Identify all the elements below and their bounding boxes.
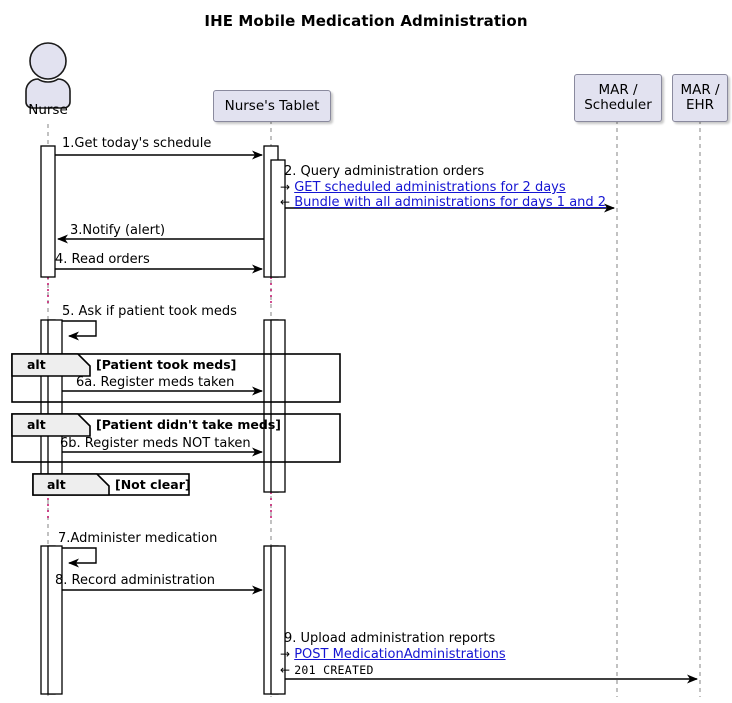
message-label-6b: 6b. Register meds NOT taken xyxy=(60,436,251,451)
arrow-msg-5 xyxy=(62,320,97,341)
participant-box-tablet[interactable]: Nurse's Tablet xyxy=(213,90,331,122)
fragment-operator-1: alt xyxy=(27,357,46,372)
fragment-alt-2 xyxy=(11,413,341,463)
fragment-operator-2: alt xyxy=(27,417,46,432)
arrow-glyph-right-icon: → xyxy=(280,180,291,194)
participant-label-scheduler-line1: MAR / xyxy=(598,82,638,98)
arrow-glyph-left-icon: ← xyxy=(280,663,291,677)
message-label-8: 8. Record administration xyxy=(55,573,216,588)
fragment-condition-1: [Patient took meds] xyxy=(96,357,237,372)
message-arrows xyxy=(55,150,698,684)
actor-nurse-icon xyxy=(25,42,71,109)
message-sub-9-0: → POST MedicationAdministrations xyxy=(280,647,506,662)
participant-label-ehr-line2: EHR xyxy=(685,97,715,113)
activation-tablet-nested-2 xyxy=(270,319,286,493)
message-label-1: 1.Get today's schedule xyxy=(62,136,212,151)
message-label-3: 3.Notify (alert) xyxy=(70,223,166,238)
message-label-7: 7.Administer medication xyxy=(58,531,218,546)
message-label-5: 5. Ask if patient took meds xyxy=(62,304,237,319)
participant-label-scheduler-line2: Scheduler xyxy=(584,97,652,113)
activation-nurse-self-2 xyxy=(47,545,63,695)
fragment-alt-1 xyxy=(11,353,341,403)
activation-tablet-nested-1 xyxy=(270,159,286,278)
arrow-glyph-right-icon: → xyxy=(280,647,291,661)
fragment-alt-3 xyxy=(32,473,190,496)
message-link-2-0[interactable]: GET scheduled administrations for 2 days xyxy=(294,180,566,195)
message-label-9: 9. Upload administration reports xyxy=(284,631,496,646)
activation-nurse-1 xyxy=(40,145,56,278)
message-sub-9-1: ← 201 CREATED xyxy=(280,663,374,678)
message-label-4: 4. Read orders xyxy=(55,252,150,267)
message-label-2: 2. Query administration orders xyxy=(284,164,485,179)
message-link-9-0[interactable]: POST MedicationAdministrations xyxy=(294,647,506,662)
activation-nurse-self-1 xyxy=(47,319,63,493)
activation-tablet-nested-3 xyxy=(270,545,286,695)
message-status-9-1: 201 CREATED xyxy=(294,663,374,677)
arrow-glyph-left-icon: ← xyxy=(280,195,291,209)
fragment-condition-3: [Not clear] xyxy=(115,477,191,492)
message-label-6a: 6a. Register meds taken xyxy=(76,375,235,390)
participant-label-tablet: Nurse's Tablet xyxy=(224,97,320,114)
message-sub-2-1: ← Bundle with all administrations for da… xyxy=(280,195,606,210)
arrow-msg-7 xyxy=(62,547,97,568)
message-link-2-1[interactable]: Bundle with all administrations for days… xyxy=(294,195,607,210)
message-sub-2-0: → GET scheduled administrations for 2 da… xyxy=(280,180,566,195)
participant-box-scheduler[interactable]: MAR / Scheduler xyxy=(574,74,662,122)
participant-label-ehr-line1: MAR / xyxy=(680,82,720,98)
actor-label-nurse: Nurse xyxy=(28,102,68,118)
fragment-condition-2: [Patient didn't take meds] xyxy=(96,417,281,432)
diagram-title: IHE Mobile Medication Administration xyxy=(204,12,528,30)
fragment-operator-3: alt xyxy=(47,477,66,492)
participant-box-ehr[interactable]: MAR / EHR xyxy=(672,74,728,122)
